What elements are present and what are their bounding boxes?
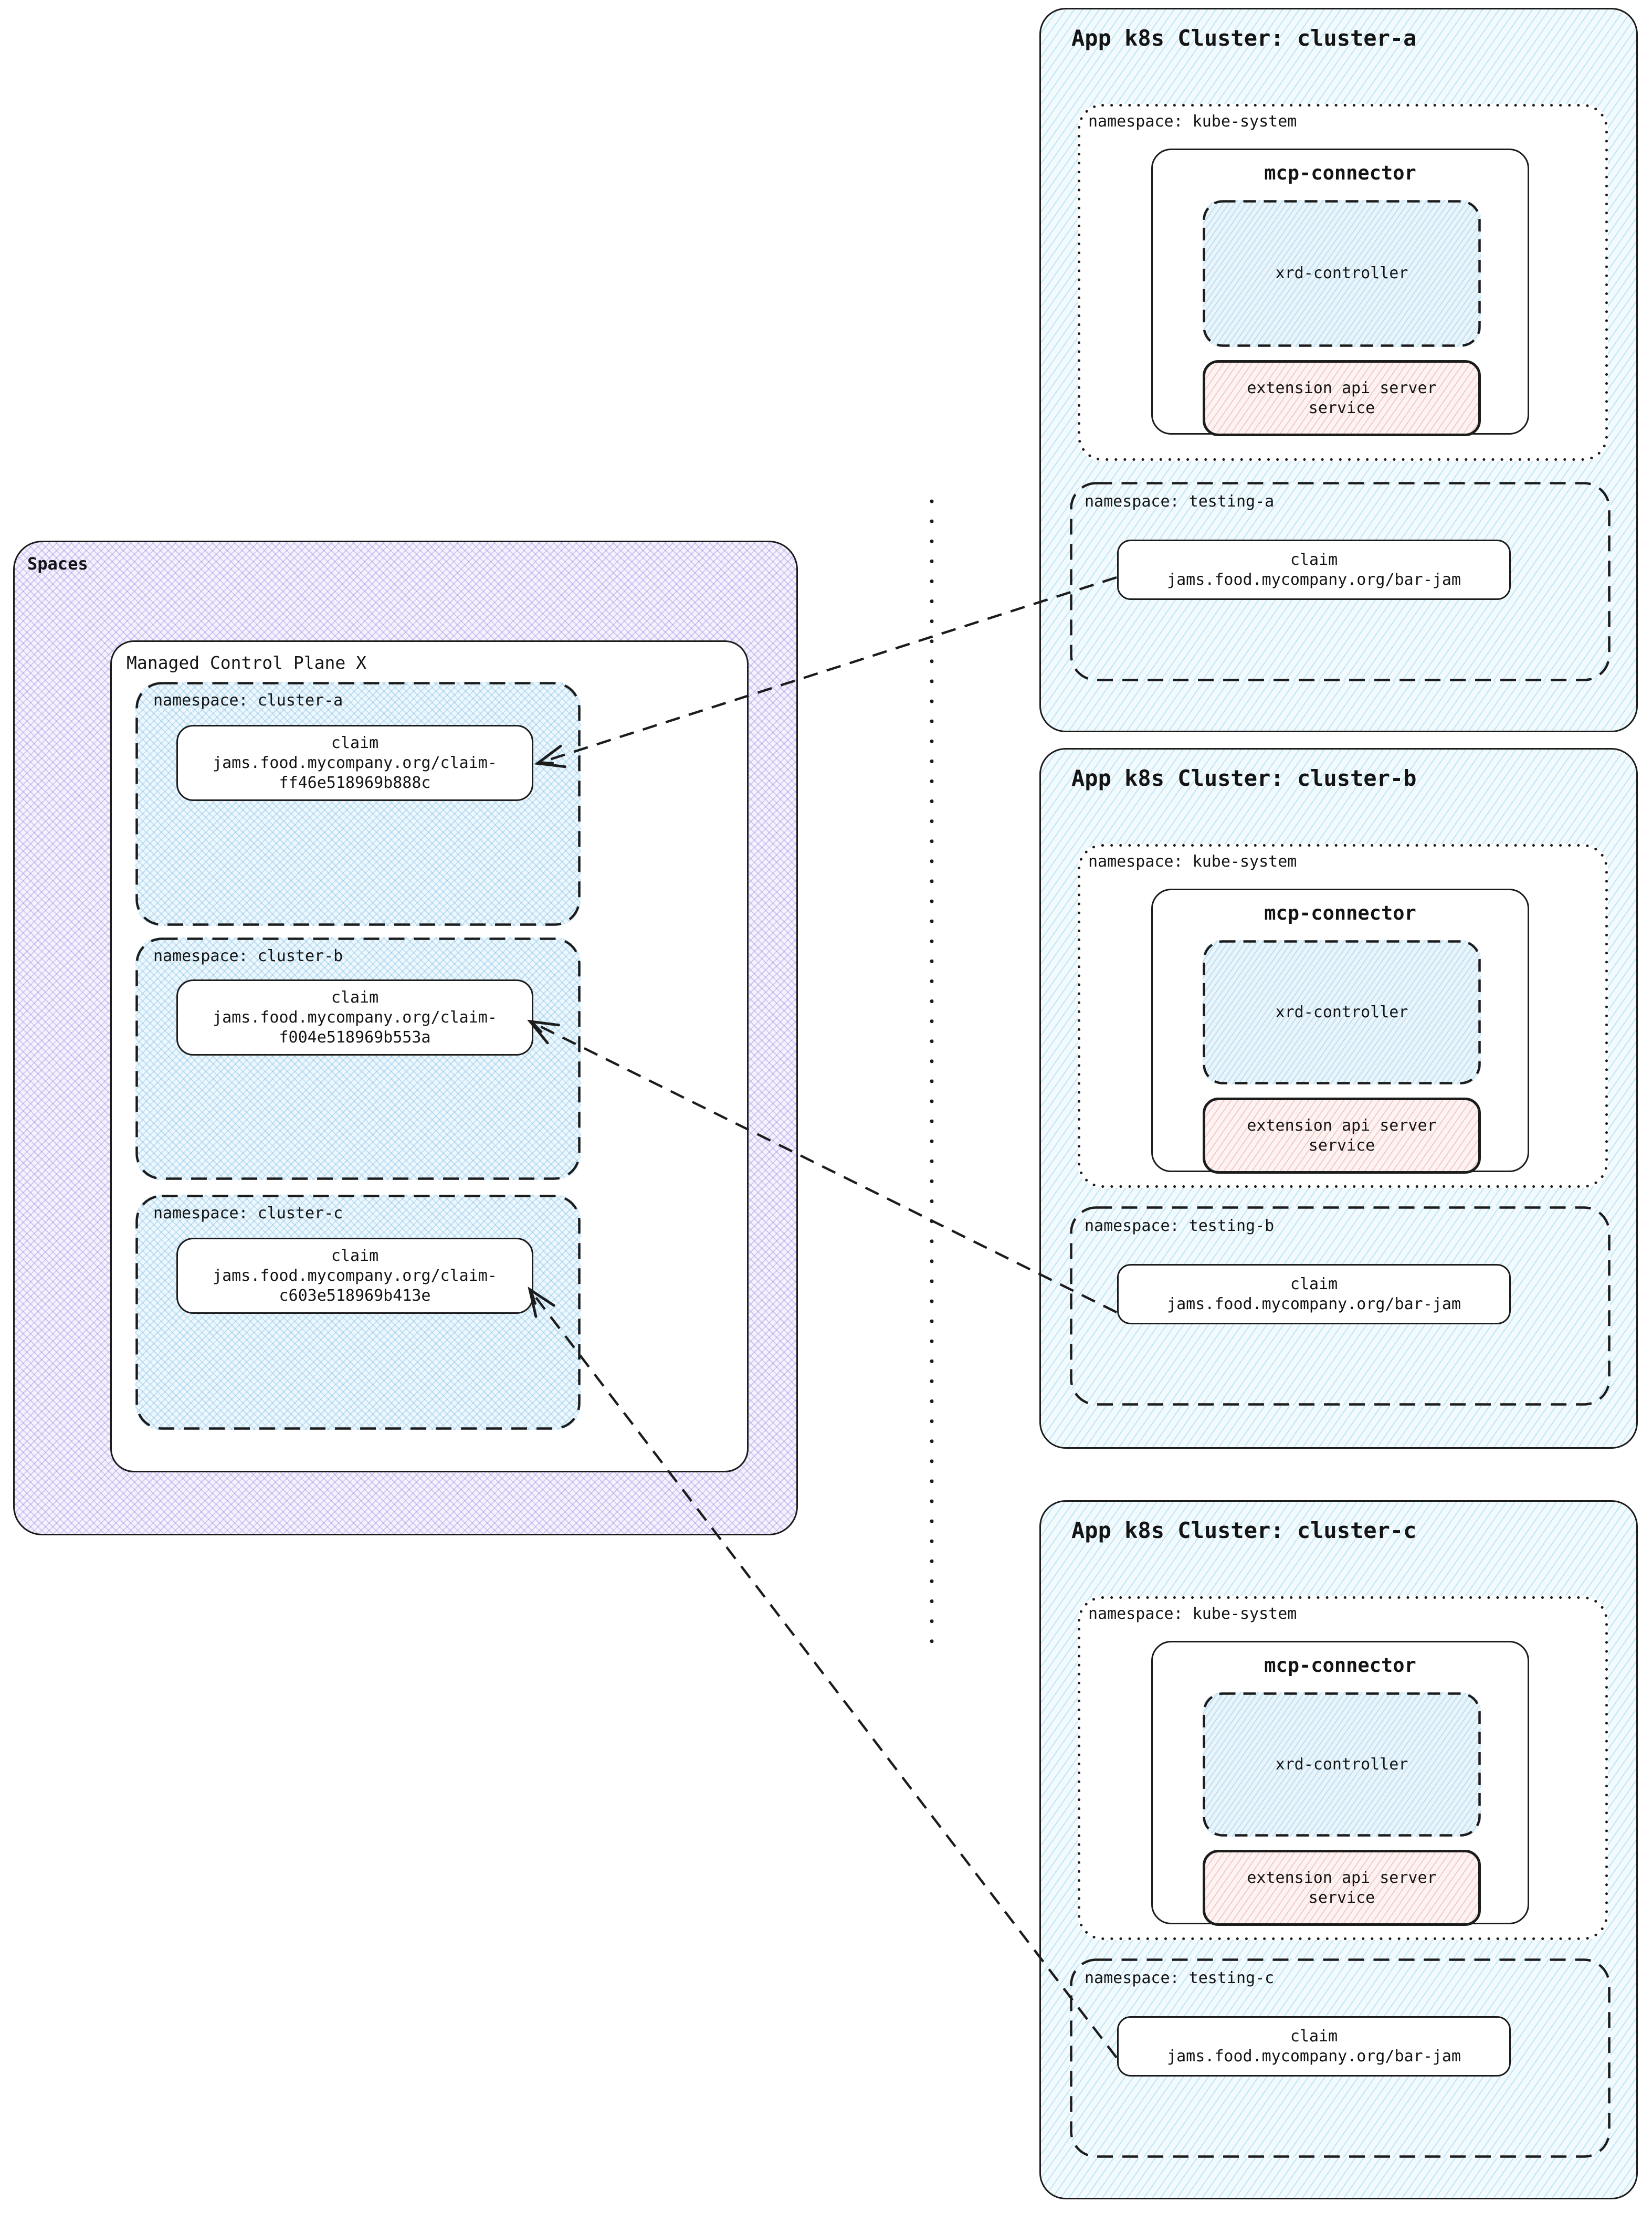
namespace-cluster-a-box: namespace: cluster-a claim jams.food.myc…: [135, 682, 581, 926]
namespace-testing-a-label: namespace: testing-a: [1085, 492, 1275, 511]
mcp-connector-box: mcp-connector xrd-controller extension a…: [1151, 149, 1529, 436]
app-cluster-b-title: App k8s Cluster: cluster-b: [1071, 765, 1417, 791]
claim-box-cluster-c: claim jams.food.mycompany.org/claim- c60…: [176, 1238, 533, 1314]
app-cluster-c-title: App k8s Cluster: cluster-c: [1071, 1518, 1417, 1543]
kube-system-box: namespace: kube-system mcp-connector xrd…: [1078, 104, 1608, 461]
kube-system-label: namespace: kube-system: [1088, 112, 1297, 131]
mcp-connector-box: mcp-connector xrd-controller extension a…: [1151, 889, 1529, 1174]
kube-system-label: namespace: kube-system: [1088, 1605, 1297, 1623]
app-cluster-c-box: App k8s Cluster: cluster-c namespace: ku…: [1039, 1500, 1638, 2199]
xrd-controller-box: xrd-controller: [1203, 940, 1481, 1084]
claim-resource: jams.food.mycompany.org/claim- f004e5189…: [213, 1008, 497, 1047]
namespace-cluster-c-label: namespace: cluster-c: [153, 1204, 343, 1223]
claim-box-testing-c: claim jams.food.mycompany.org/bar-jam: [1117, 2016, 1511, 2077]
claim-title: claim: [331, 733, 379, 752]
extension-api-server-box: extension api server service: [1203, 1850, 1481, 1926]
namespace-testing-c-label: namespace: testing-c: [1085, 1969, 1275, 1987]
claim-title: claim: [1290, 550, 1338, 569]
namespace-cluster-a-outline: [135, 682, 581, 926]
namespace-cluster-b-label: namespace: cluster-b: [153, 947, 343, 965]
claim-resource: jams.food.mycompany.org/bar-jam: [1167, 2047, 1461, 2066]
claim-resource: jams.food.mycompany.org/bar-jam: [1167, 1294, 1461, 1313]
extension-api-server-label: extension api server service: [1247, 378, 1437, 417]
claim-box-testing-a: claim jams.food.mycompany.org/bar-jam: [1117, 540, 1511, 600]
extension-api-server-box: extension api server service: [1203, 1098, 1481, 1174]
app-cluster-a-title: App k8s Cluster: cluster-a: [1071, 25, 1417, 51]
claim-title: claim: [1290, 1274, 1338, 1293]
namespace-testing-b-box: namespace: testing-b claim jams.food.myc…: [1070, 1206, 1611, 1406]
claim-title: claim: [1290, 2027, 1338, 2046]
extension-api-server-label: extension api server service: [1247, 1868, 1437, 1907]
mcp-connector-title: mcp-connector: [1264, 162, 1416, 184]
claim-resource: jams.food.mycompany.org/claim- c603e5189…: [213, 1266, 497, 1305]
spaces-box: Spaces Managed Control Plane X namespace…: [13, 541, 798, 1535]
namespace-cluster-c-box: namespace: cluster-c claim jams.food.myc…: [135, 1195, 581, 1430]
claim-box-testing-b: claim jams.food.mycompany.org/bar-jam: [1117, 1264, 1511, 1324]
xrd-controller-label: xrd-controller: [1275, 1755, 1408, 1774]
claim-box-cluster-a: claim jams.food.mycompany.org/claim- ff4…: [176, 725, 533, 801]
managed-control-plane-box: Managed Control Plane X namespace: clust…: [110, 640, 749, 1472]
managed-control-plane-label: Managed Control Plane X: [127, 652, 366, 673]
claim-box-cluster-b: claim jams.food.mycompany.org/claim- f00…: [176, 979, 533, 1056]
namespace-testing-a-box: namespace: testing-a claim jams.food.myc…: [1070, 482, 1611, 681]
claim-resource: jams.food.mycompany.org/bar-jam: [1167, 570, 1461, 589]
extension-api-server-box: extension api server service: [1203, 360, 1481, 436]
mcp-connector-box: mcp-connector xrd-controller extension a…: [1151, 1641, 1529, 1926]
mcp-connector-title: mcp-connector: [1264, 902, 1416, 924]
namespace-testing-b-label: namespace: testing-b: [1085, 1217, 1275, 1235]
kube-system-label: namespace: kube-system: [1088, 852, 1297, 871]
kube-system-box: namespace: kube-system mcp-connector xrd…: [1078, 844, 1608, 1188]
claim-title: claim: [331, 1246, 379, 1265]
namespace-cluster-a-label: namespace: cluster-a: [153, 691, 343, 710]
namespace-testing-c-box: namespace: testing-c claim jams.food.myc…: [1070, 1958, 1611, 2158]
app-cluster-a-box: App k8s Cluster: cluster-a namespace: ku…: [1039, 8, 1638, 732]
app-cluster-b-box: App k8s Cluster: cluster-b namespace: ku…: [1039, 748, 1638, 1449]
xrd-controller-box: xrd-controller: [1203, 200, 1481, 347]
extension-api-server-label: extension api server service: [1247, 1116, 1437, 1155]
namespace-cluster-b-outline: [135, 937, 581, 1180]
xrd-controller-box: xrd-controller: [1203, 1692, 1481, 1837]
namespace-cluster-b-box: namespace: cluster-b claim jams.food.myc…: [135, 937, 581, 1180]
xrd-controller-label: xrd-controller: [1275, 264, 1408, 282]
claim-resource: jams.food.mycompany.org/claim- ff46e5189…: [213, 753, 497, 792]
xrd-controller-label: xrd-controller: [1275, 1003, 1408, 1021]
spaces-label: Spaces: [27, 554, 88, 574]
kube-system-box: namespace: kube-system mcp-connector xrd…: [1078, 1596, 1608, 1940]
claim-title: claim: [331, 988, 379, 1007]
mcp-connector-title: mcp-connector: [1264, 1654, 1416, 1677]
